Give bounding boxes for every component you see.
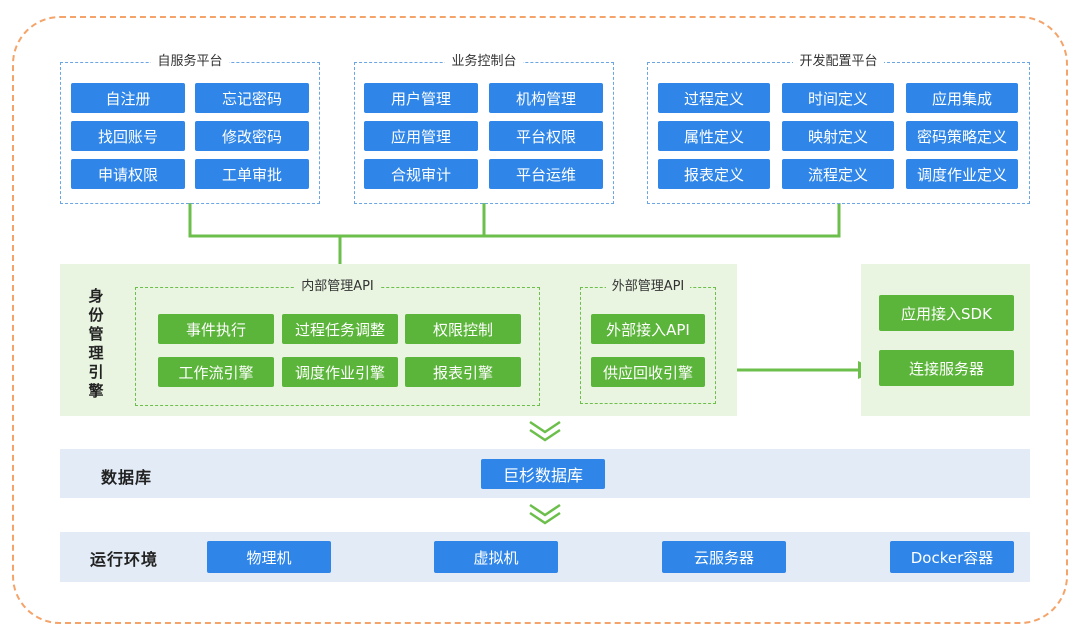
process-definition-button[interactable]: 过程定义 [658, 83, 770, 113]
sdk-zone [861, 264, 1030, 416]
internal-api-group: 内部管理API [135, 279, 540, 406]
runtime-label: 运行环境 [90, 550, 159, 569]
workflow-engine-button[interactable]: 工作流引擎 [158, 357, 274, 387]
compliance-audit-button[interactable]: 合规审计 [364, 159, 478, 189]
job-scheduling-definition-button[interactable]: 调度作业定义 [906, 159, 1018, 189]
report-engine-button[interactable]: 报表引擎 [405, 357, 521, 387]
platform-permission-button[interactable]: 平台权限 [489, 121, 603, 151]
attribute-definition-button[interactable]: 属性定义 [658, 121, 770, 151]
org-management-button[interactable]: 机构管理 [489, 83, 603, 113]
recover-account-button[interactable]: 找回账号 [71, 121, 185, 151]
request-permission-button[interactable]: 申请权限 [71, 159, 185, 189]
process-task-adjust-button[interactable]: 过程任务调整 [282, 314, 398, 344]
permission-control-button[interactable]: 权限控制 [405, 314, 521, 344]
connection-server-button[interactable]: 连接服务器 [879, 350, 1014, 386]
database-label: 数据库 [101, 468, 153, 487]
mapping-definition-button[interactable]: 映射定义 [782, 121, 894, 151]
platform-ops-button[interactable]: 平台运维 [489, 159, 603, 189]
sequoiadb-button[interactable]: 巨杉数据库 [481, 459, 605, 489]
virtual-machine-button[interactable]: 虚拟机 [434, 541, 558, 573]
app-integration-button[interactable]: 应用集成 [906, 83, 1018, 113]
app-access-sdk-button[interactable]: 应用接入SDK [879, 295, 1014, 331]
outer-frame [12, 16, 1068, 624]
app-management-button[interactable]: 应用管理 [364, 121, 478, 151]
flow-definition-button[interactable]: 流程定义 [782, 159, 894, 189]
event-execution-button[interactable]: 事件执行 [158, 314, 274, 344]
password-policy-button[interactable]: 密码策略定义 [906, 121, 1018, 151]
job-scheduling-engine-button[interactable]: 调度作业引擎 [282, 357, 398, 387]
identity-engine-title: 身份管理引擎 [88, 287, 104, 400]
physical-machine-button[interactable]: 物理机 [207, 541, 331, 573]
forgot-password-button[interactable]: 忘记密码 [195, 83, 309, 113]
report-definition-button[interactable]: 报表定义 [658, 159, 770, 189]
docker-container-button[interactable]: Docker容器 [890, 541, 1014, 573]
external-access-api-button[interactable]: 外部接入API [591, 314, 705, 344]
user-management-button[interactable]: 用户管理 [364, 83, 478, 113]
time-definition-button[interactable]: 时间定义 [782, 83, 894, 113]
ticket-approval-button[interactable]: 工单审批 [195, 159, 309, 189]
self-register-button[interactable]: 自注册 [71, 83, 185, 113]
provision-recovery-engine-button[interactable]: 供应回收引擎 [591, 357, 705, 387]
change-password-button[interactable]: 修改密码 [195, 121, 309, 151]
cloud-server-button[interactable]: 云服务器 [662, 541, 786, 573]
